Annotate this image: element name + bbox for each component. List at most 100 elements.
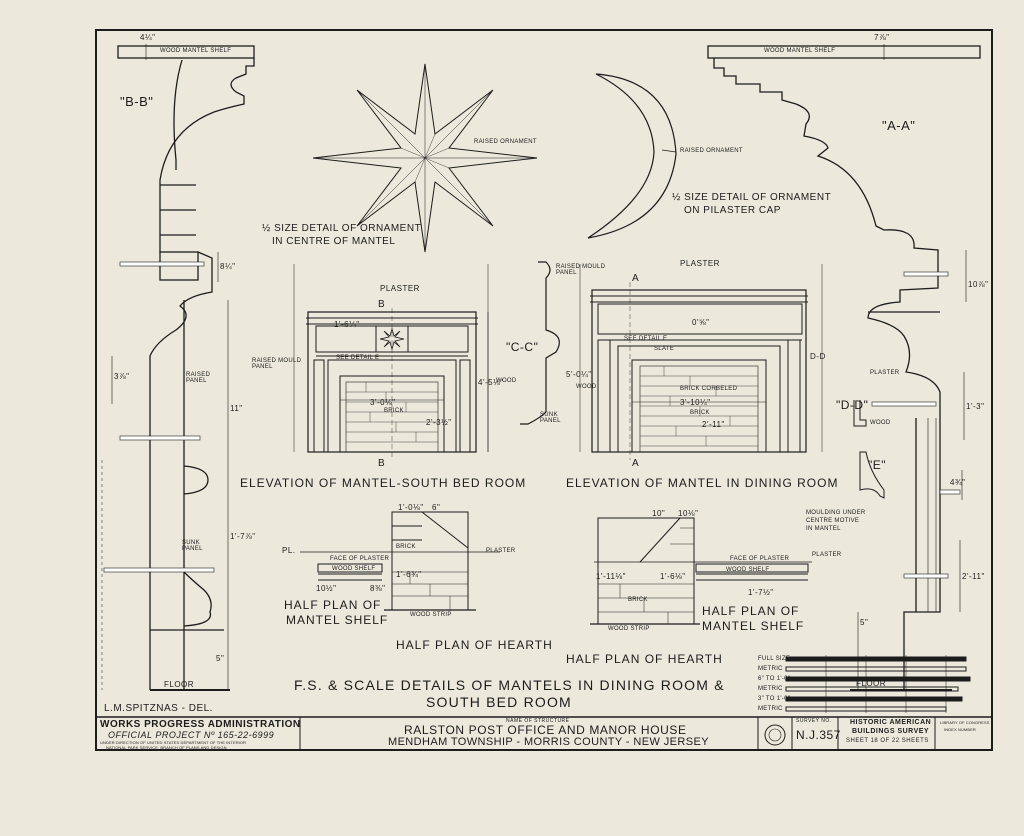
label-wood-shelf-2: WOOD SHELF bbox=[726, 567, 770, 573]
label-wood-south: WOOD bbox=[496, 378, 517, 384]
main-drawing-title-2: SOUTH BED ROOM bbox=[426, 694, 572, 710]
label-section-b-top: B bbox=[378, 299, 386, 310]
dim-bb-1-7: 1'-7⅞" bbox=[230, 532, 256, 541]
dim-dining-sub: 2'-11" bbox=[702, 420, 725, 429]
label-brick-dining: BRICK bbox=[690, 410, 710, 416]
label-moulding-note-3: IN MANTEL bbox=[806, 526, 841, 532]
label-pl: PL. bbox=[282, 546, 296, 555]
dim-hearth2-e: 1'-7½" bbox=[748, 588, 774, 597]
label-face-of-plaster-2: FACE OF PLASTER bbox=[730, 556, 790, 562]
label-see-detail-e-south: SEE DETAIL E bbox=[336, 355, 380, 361]
caption-elevation-south: ELEVATION OF MANTEL-SOUTH BED ROOM bbox=[240, 476, 527, 490]
label-wood-mantel-shelf-left: WOOD MANTEL SHELF bbox=[160, 48, 232, 54]
label-raised-panel: RAISED PANEL bbox=[186, 372, 211, 384]
label-section-a-bottom: A bbox=[632, 458, 640, 469]
section-aa-profile bbox=[707, 44, 981, 691]
caption-star-1: ½ SIZE DETAIL OF ORNAMENT bbox=[262, 223, 422, 234]
scale-row-label: METRIC bbox=[758, 686, 783, 692]
graphic-scale-bars bbox=[785, 655, 971, 713]
dim-bb-11: 11" bbox=[230, 404, 243, 413]
wpa-line-1: WORKS PROGRESS ADMINISTRATION bbox=[100, 719, 301, 730]
scale-row-label: 6" TO 1'-0" bbox=[758, 676, 791, 682]
dim-bb-8: 8¼" bbox=[220, 262, 236, 271]
caption-half-plan-hearth-left: HALF PLAN OF HEARTH bbox=[396, 638, 553, 652]
section-dd-label: "D-D" bbox=[836, 398, 869, 412]
label-face-of-plaster-1: FACE OF PLASTER bbox=[330, 556, 390, 562]
section-aa-label: "A-A" bbox=[882, 118, 916, 133]
sheet-border bbox=[95, 29, 993, 751]
wpa-line-3: UNDER DIRECTION OF UNITED STATES DEPARTM… bbox=[100, 740, 247, 745]
star-ornament bbox=[312, 63, 538, 253]
label-brick-corbeled: BRICK CORBELED bbox=[680, 386, 738, 392]
library-line-1: LIBRARY OF CONGRESS bbox=[940, 720, 990, 725]
wpa-line-4: NATIONAL PARK SERVICE, BRANCH OF PLANS A… bbox=[106, 745, 227, 750]
label-raised-ornament-star: RAISED ORNAMENT bbox=[474, 139, 537, 145]
label-moulding-note-2: CENTRE MOTIVE bbox=[806, 518, 860, 524]
structure-name-label: NAME OF STRUCTURE bbox=[506, 718, 570, 724]
caption-half-plan-shelf-right-2: MANTEL SHELF bbox=[702, 619, 805, 633]
section-e-profile bbox=[859, 451, 885, 499]
label-floor-left: FLOOR bbox=[164, 680, 195, 689]
seal-icon bbox=[764, 724, 786, 746]
caption-half-plan-shelf-left-2: MANTEL SHELF bbox=[286, 613, 389, 627]
label-plaster-dd: PLASTER bbox=[870, 370, 900, 376]
dim-bb-5: 5" bbox=[216, 654, 225, 663]
scale-row-label: METRIC bbox=[758, 706, 783, 712]
label-wood-strip-1: WOOD STRIP bbox=[410, 612, 452, 618]
section-dd-profile bbox=[853, 400, 867, 427]
structure-location: MENDHAM TOWNSHIP - MORRIS COUNTY - NEW J… bbox=[388, 736, 709, 748]
plan-shelf-hearth-right bbox=[590, 517, 812, 625]
dim-aa-4: 4¾" bbox=[950, 478, 966, 487]
label-see-detail-e-dining: SEE DETAIL E bbox=[624, 336, 668, 342]
habs-line-2: BUILDINGS SURVEY bbox=[852, 728, 930, 735]
delineator: L.M.SPITZNAS - DEL. bbox=[104, 703, 213, 714]
crescent-ornament bbox=[587, 73, 677, 239]
label-wood-strip-2: WOOD STRIP bbox=[608, 626, 650, 632]
dim-south-sub: 2'-3½" bbox=[426, 418, 452, 427]
section-bb-profile bbox=[101, 44, 255, 691]
dim-hearth2-b: 10⅛" bbox=[678, 509, 699, 518]
dim-aa-top: 7⅞" bbox=[874, 33, 890, 42]
dim-dining-top: 0'⅝" bbox=[692, 318, 710, 327]
wpa-line-2: OFFICIAL PROJECT Nº 165-22-6999 bbox=[108, 730, 275, 740]
dim-aa-5: 5" bbox=[860, 618, 869, 627]
section-cc-label: "C-C" bbox=[506, 340, 539, 354]
caption-moon-1: ½ SIZE DETAIL OF ORNAMENT bbox=[672, 192, 832, 203]
label-moulding-note-1: MOULDING UNDER bbox=[806, 510, 866, 516]
dim-hearth1-a: 1'-0⅛" bbox=[398, 503, 424, 512]
dim-dining-height: 5'-0¼" bbox=[566, 370, 592, 379]
label-plaster-dining: PLASTER bbox=[680, 259, 720, 268]
structure-name: RALSTON POST OFFICE AND MANOR HOUSE bbox=[404, 723, 687, 737]
dim-hearth1-c: 1'-6¾" bbox=[396, 570, 422, 579]
section-bb-label: "B-B" bbox=[120, 94, 154, 109]
label-raised-ornament-moon: RAISED ORNAMENT bbox=[680, 148, 743, 154]
dim-south-height: 4'-5⅛" bbox=[478, 378, 504, 387]
dim-aa-2-11: 2'-11" bbox=[962, 572, 985, 581]
label-wood-shelf-1: WOOD SHELF bbox=[332, 566, 376, 572]
habs-line-1: HISTORIC AMERICAN bbox=[850, 719, 932, 726]
caption-half-plan-hearth-right: HALF PLAN OF HEARTH bbox=[566, 652, 723, 666]
dim-hearth1-b: 6" bbox=[432, 503, 441, 512]
dim-bb-3: 3⅞" bbox=[114, 372, 130, 381]
label-dd-tag: D-D bbox=[810, 352, 826, 361]
label-brick-1: BRICK bbox=[396, 544, 416, 550]
dim-hearth1-d: 10½" bbox=[316, 584, 337, 593]
label-plaster-1: PLASTER bbox=[486, 548, 516, 554]
section-e-label: "E" bbox=[868, 458, 887, 472]
dim-dining-width: 3'-10¼" bbox=[680, 398, 711, 407]
label-wood-mantel-shelf-right: WOOD MANTEL SHELF bbox=[764, 48, 836, 54]
label-raised-mould-panel-cc: RAISED MOULD PANEL bbox=[556, 264, 606, 276]
plan-shelf-hearth-left bbox=[300, 511, 500, 611]
label-brick-south: BRICK bbox=[384, 408, 404, 414]
scale-row-label: FULL SIZE bbox=[758, 656, 791, 662]
scale-row-label: 3" TO 1'-0" bbox=[758, 696, 791, 702]
survey-no-label: SURVEY NO. bbox=[796, 718, 832, 724]
section-cc-profile bbox=[520, 261, 560, 425]
label-brick-2: BRICK bbox=[628, 597, 648, 603]
label-plaster-2: PLASTER bbox=[812, 552, 842, 558]
label-sunk-panel: SUNK PANEL bbox=[182, 540, 203, 552]
dim-hearth2-a: 10" bbox=[652, 509, 666, 518]
label-floor-right: FLOOR bbox=[856, 679, 887, 688]
